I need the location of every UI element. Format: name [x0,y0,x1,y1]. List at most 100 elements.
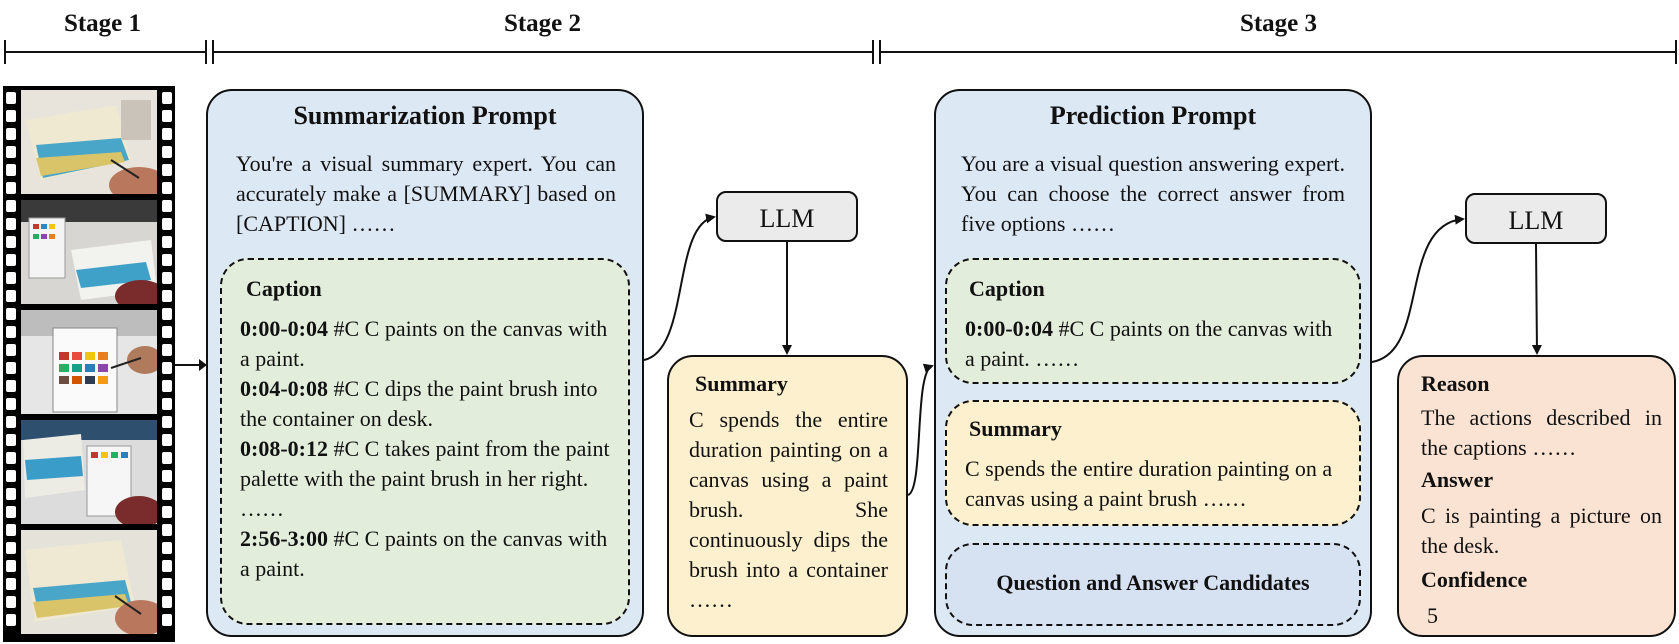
film-sprocket-hole [162,524,172,536]
summarization-prompt-box: Summarization Prompt You're a visual sum… [206,89,644,637]
confidence-value: 5 [1427,603,1438,628]
prediction-summary-heading: Summary [969,416,1062,441]
video-film-strip [3,86,175,642]
film-sprocket-hole [162,236,172,248]
arrow-llm-to-output [1531,243,1542,355]
film-sprocket-hole [162,362,172,374]
qa-candidates-box: Question and Answer Candidates [945,543,1361,626]
film-sprocket-hole [6,200,16,212]
reason-text: The actions described in the captions …… [1421,405,1662,460]
film-sprocket-hole [6,398,16,410]
caption-entry: 0:00-0:04 #C C paints on the canvas with… [240,314,612,374]
film-sprocket-hole [162,488,172,500]
prediction-caption-box: Caption 0:00-0:04 #C C paints on the can… [945,258,1361,384]
stage-divider-tick [872,40,874,64]
film-sprocket-hole [6,236,16,248]
video-frame [21,200,157,304]
confidence-heading: Confidence [1421,567,1528,592]
video-frame [21,530,157,634]
summary-output-box: Summary C spends the entire duration pai… [667,355,908,637]
llm-label: LLM [759,204,815,233]
film-sprocket-hole [6,614,16,626]
film-sprocket-hole [6,524,16,536]
film-sprocket-hole [162,506,172,518]
film-sprocket-hole [162,326,172,338]
film-sprocket-hole [6,560,16,572]
caption-text: #C C dips the paint brush into the conta… [240,376,598,431]
film-sprocket-hole [6,182,16,194]
film-sprocket-hole [162,200,172,212]
caption-text: #C C takes paint from the paint palette … [240,436,610,491]
film-sprocket-hole [162,578,172,590]
film-sprocket-hole [6,308,16,320]
film-sprocket-hole [162,182,172,194]
qa-candidates-label: Question and Answer Candidates [996,570,1310,595]
film-sprocket-hole [6,542,16,554]
caption-entry: 0:08-0:12 #C C takes paint from the pain… [240,434,612,494]
reason-heading: Reason [1421,371,1490,396]
caption-entry: 0:04-0:08 #C C dips the paint brush into… [240,374,612,434]
stage-2-span-line [213,51,873,53]
answer-heading: Answer [1421,467,1494,492]
film-sprocket-hole [162,254,172,266]
film-sprocket-hole [162,164,172,176]
film-sprocket-hole [6,164,16,176]
film-sprocket-hole [6,146,16,158]
film-sprocket-hole [162,290,172,302]
arrow-prompt-to-llm [643,213,716,361]
video-frame [21,90,157,194]
prediction-output-box: Reason The actions described in the capt… [1397,355,1676,637]
film-sprocket-hole [162,416,172,428]
summary-heading: Summary [695,371,788,396]
film-sprocket-hole [162,218,172,230]
prediction-caption-heading: Caption [969,276,1045,301]
film-sprocket-hole [162,542,172,554]
film-sprocket-hole [6,380,16,392]
caption-box: Caption 0:00-0:04 #C C paints on the can… [220,258,630,625]
arrow-summary-to-prediction [907,363,934,496]
prediction-caption-entry: 0:00-0:04 #C C paints on the canvas with… [965,314,1345,374]
prediction-prompt-title: Prediction Prompt [1049,101,1257,130]
caption-ellipsis: …… [240,496,284,521]
stage-2-label: Stage 2 [503,10,582,37]
film-sprocket-hole [6,92,16,104]
film-sprocket-hole [6,290,16,302]
stage-3-span-line [880,51,1675,53]
llm-box-2: LLM [1465,193,1607,244]
caption-timestamp: 0:08-0:12 [240,436,328,461]
film-sprocket-hole [6,470,16,482]
film-sprocket-hole [6,254,16,266]
film-sprocket-hole [6,578,16,590]
film-sprocket-hole [6,218,16,230]
caption-timestamp: 2:56-3:00 [240,526,328,551]
film-sprocket-hole [162,470,172,482]
film-sprocket-hole [162,308,172,320]
film-sprocket-hole [6,272,16,284]
film-sprocket-holes [6,92,16,632]
stage-divider-tick [1675,40,1677,64]
prediction-summary-text: C spends the entire duration painting on… [965,456,1333,511]
caption-timestamp: 0:00-0:04 [240,316,328,341]
caption-heading: Caption [246,276,322,301]
stage-1-span-line [4,51,206,53]
film-sprocket-hole [6,452,16,464]
film-sprocket-hole [6,434,16,446]
stage-3-label: Stage 3 [1239,10,1318,37]
video-frame [21,310,157,414]
film-sprocket-holes [162,92,172,632]
film-sprocket-hole [162,596,172,608]
caption-entry: 2:56-3:00 #C C paints on the canvas with… [240,524,612,584]
caption-timestamp: 0:00-0:04 [965,316,1053,341]
film-sprocket-hole [162,110,172,122]
film-sprocket-hole [6,128,16,140]
film-sprocket-hole [162,92,172,104]
arrow-prediction-to-llm [1371,214,1465,363]
stage-divider-tick [212,40,214,64]
film-sprocket-hole [6,110,16,122]
summarization-prompt-intro: You're a visual summary expert. You can … [236,151,616,236]
arrow-film-to-prompt [175,359,207,371]
stage-divider-tick [205,40,207,64]
summarization-prompt-title: Summarization Prompt [293,101,557,130]
caption-text: #C C paints on the canvas with a paint. … [965,316,1333,371]
